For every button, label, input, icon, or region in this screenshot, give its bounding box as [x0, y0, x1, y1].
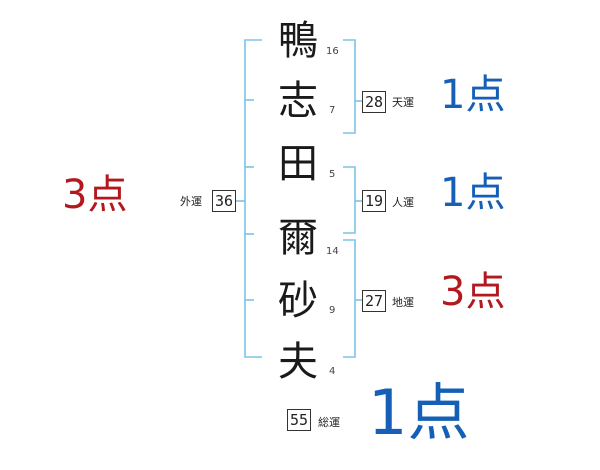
jin-label: 人運: [392, 196, 414, 209]
stroke-count-1: 16: [326, 46, 339, 57]
name-char-2: 志: [278, 78, 318, 124]
stroke-count-3: 5: [329, 169, 336, 180]
name-char-1: 鴨: [278, 18, 318, 64]
name-char-6: 夫: [278, 339, 318, 385]
stroke-count-6: 4: [329, 366, 336, 377]
jin-value-box: 19: [362, 190, 386, 212]
stroke-count-2: 7: [329, 105, 336, 116]
ten-value-box: 28: [362, 91, 386, 113]
stroke-count-4: 14: [326, 246, 339, 257]
ten-score: 1点: [440, 72, 506, 118]
chi-label: 地運: [392, 296, 414, 309]
ten-bracket: [343, 39, 356, 134]
sou-value-box: 55: [287, 409, 311, 431]
outer-bracket: [244, 39, 262, 358]
gai-value-box: 36: [212, 190, 236, 212]
chi-score: 3点: [440, 269, 506, 315]
gai-score: 3点: [62, 172, 128, 218]
name-char-5: 砂: [278, 278, 318, 324]
stroke-count-5: 9: [329, 305, 336, 316]
chi-bracket: [343, 239, 356, 358]
sou-label: 総運: [318, 416, 340, 429]
name-char-4: 爾: [278, 215, 318, 261]
name-char-3: 田: [278, 141, 318, 187]
ten-label: 天運: [392, 96, 414, 109]
sou-score: 1点: [368, 376, 470, 449]
gai-label: 外運: [180, 195, 202, 208]
jin-score: 1点: [440, 170, 506, 216]
jin-bracket: [343, 166, 356, 234]
chi-value-box: 27: [362, 290, 386, 312]
